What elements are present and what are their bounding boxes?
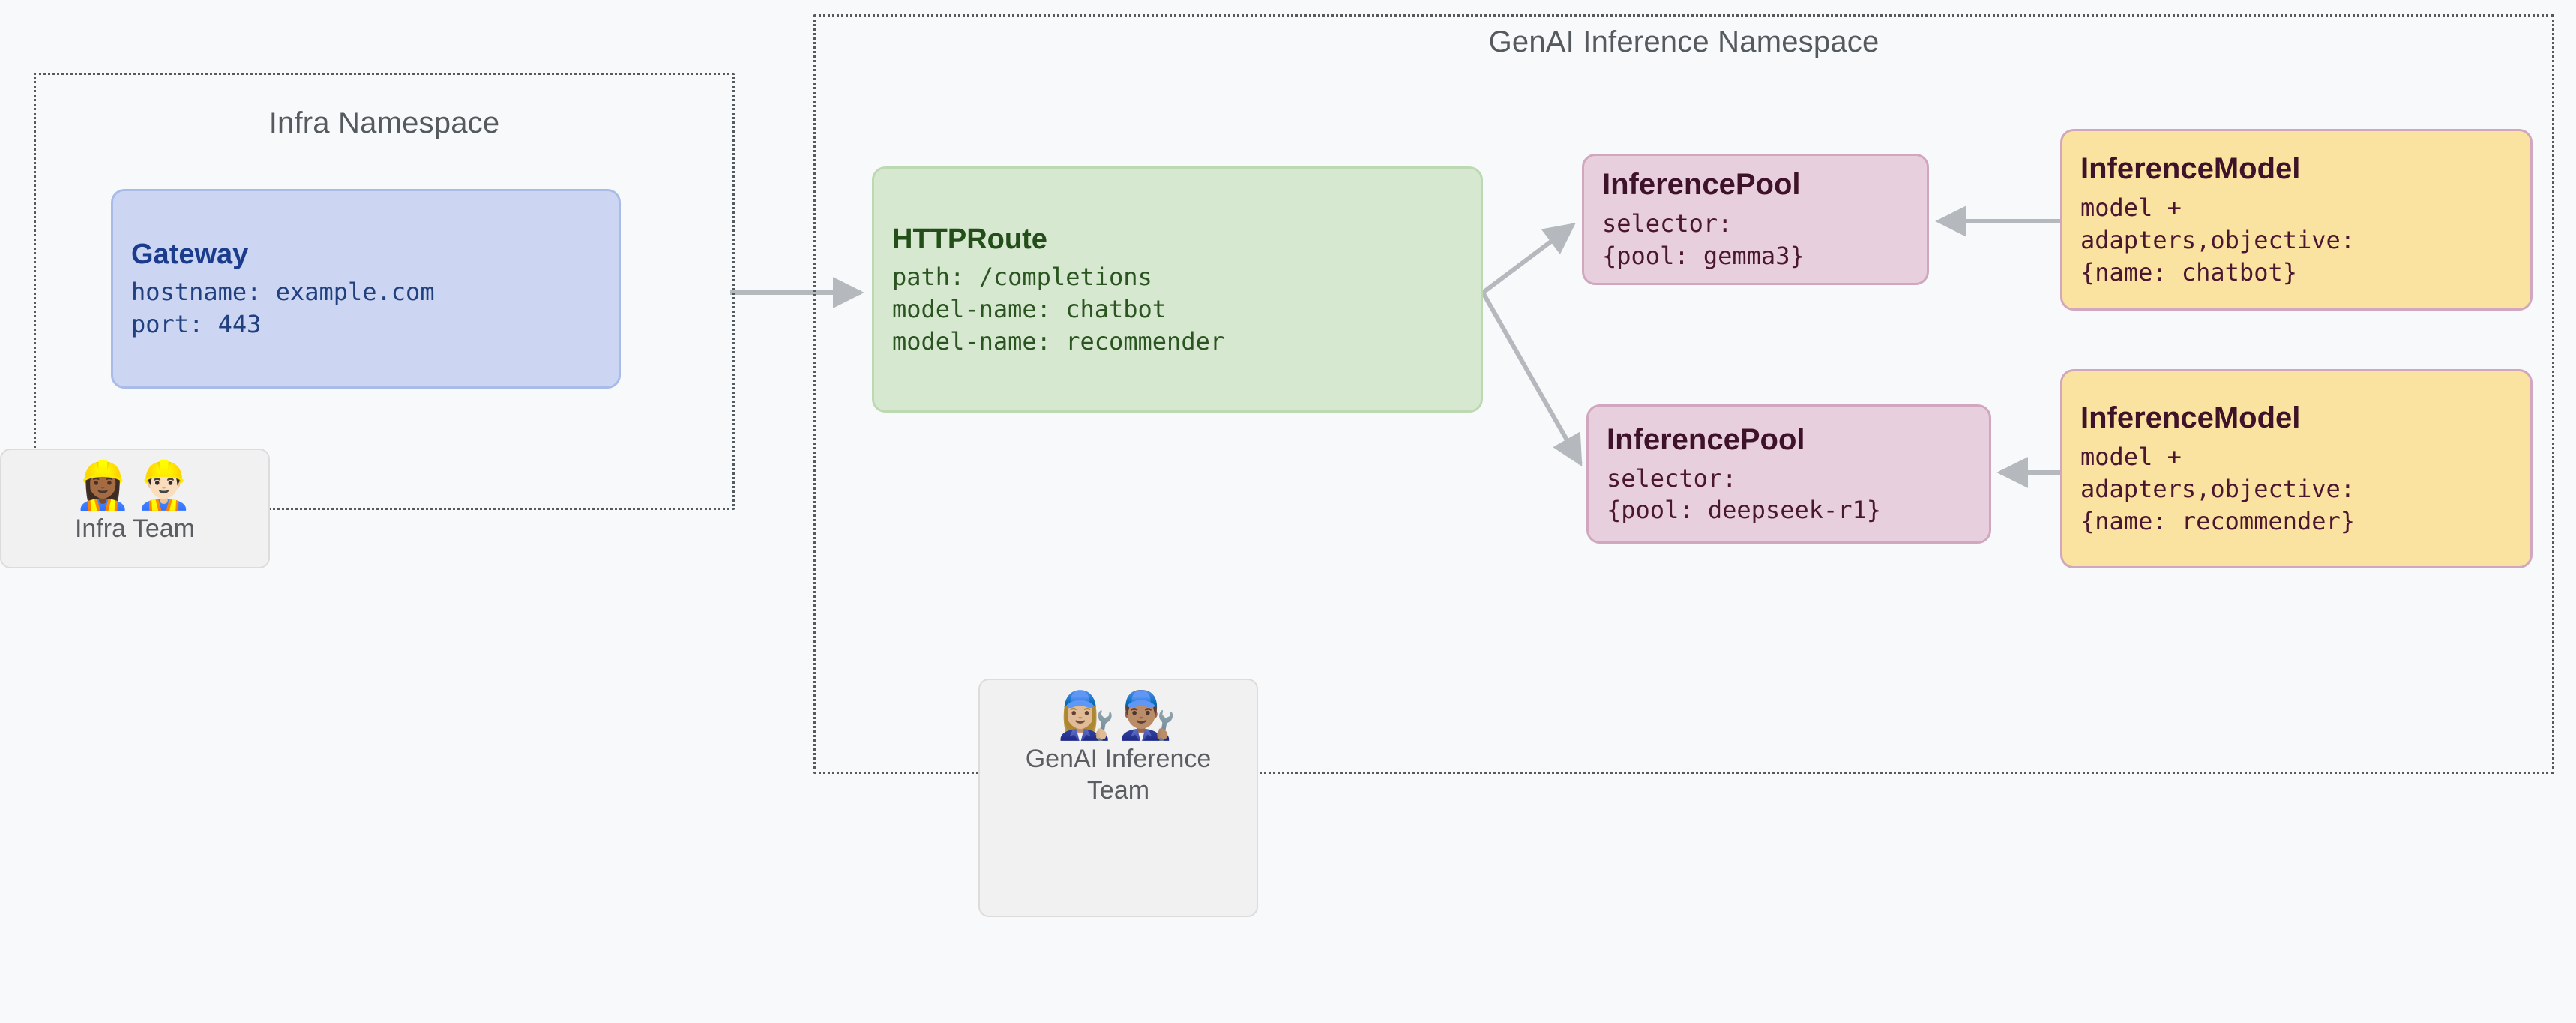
- mechanic-icons: 👩🏼‍🔧👨🏽‍🔧: [1057, 688, 1179, 742]
- namespace-infra: Infra Namespace: [34, 73, 735, 510]
- inferencemodel-recommender-title: InferenceModel: [2080, 401, 2301, 435]
- httproute-model-name-chatbot: model-name: chatbot: [892, 294, 1167, 323]
- construction-worker-icons: 👷🏾‍♀️👷🏻‍♂️: [73, 458, 196, 512]
- node-httproute[interactable]: HTTPRoute path: /completions model-name:…: [872, 166, 1483, 412]
- node-inferencepool-gemma3[interactable]: InferencePool selector: {pool: gemma3}: [1582, 154, 1929, 285]
- namespace-infra-title: Infra Namespace: [268, 106, 500, 140]
- node-gateway[interactable]: Gateway hostname: example.com port: 443: [111, 189, 621, 388]
- httproute-model-name-recommender: model-name: recommender: [892, 326, 1225, 356]
- team-badge-infra[interactable]: 👷🏾‍♀️👷🏻‍♂️ Infra Team: [0, 448, 270, 568]
- inferencemodel-recommender-line-1: model +: [2080, 442, 2182, 472]
- inferencemodel-recommender-line-2: adapters,objective:: [2080, 474, 2356, 503]
- inferencepool-deepseek-r1-selector-value: {pool: deepseek-r1}: [1607, 496, 1882, 525]
- node-inferencemodel-recommender[interactable]: InferenceModel model + adapters,objectiv…: [2060, 369, 2533, 568]
- node-inferencepool-deepseek-r1[interactable]: InferencePool selector: {pool: deepseek-…: [1586, 404, 1991, 544]
- inferencemodel-chatbot-line-3: {name: chatbot}: [2080, 257, 2297, 286]
- inferencepool-deepseek-r1-selector-label: selector:: [1607, 464, 1737, 493]
- node-inferencemodel-chatbot[interactable]: InferenceModel model + adapters,objectiv…: [2060, 129, 2533, 310]
- inferencemodel-chatbot-title: InferenceModel: [2080, 152, 2301, 186]
- namespace-genai-title: GenAI Inference Namespace: [1488, 26, 1880, 58]
- inferencemodel-chatbot-line-1: model +: [2080, 194, 2182, 223]
- inferencemodel-chatbot-line-2: adapters,objective:: [2080, 225, 2356, 254]
- inferencepool-gemma3-selector-value: {pool: gemma3}: [1602, 241, 1805, 270]
- httproute-title: HTTPRoute: [892, 223, 1047, 255]
- inferencepool-gemma3-selector-label: selector:: [1602, 209, 1733, 238]
- gateway-hostname: hostname: example.com: [131, 278, 435, 307]
- team-badge-genai-label: GenAI Inference Team: [1025, 745, 1212, 805]
- httproute-path: path: /completions: [892, 262, 1152, 291]
- inferencepool-gemma3-title: InferencePool: [1602, 168, 1801, 202]
- team-badge-genai[interactable]: 👩🏼‍🔧👨🏽‍🔧 GenAI Inference Team: [978, 679, 1258, 917]
- inferencepool-deepseek-r1-title: InferencePool: [1607, 422, 1805, 456]
- gateway-title: Gateway: [131, 238, 249, 270]
- namespace-genai: GenAI Inference Namespace: [813, 14, 2554, 774]
- gateway-port: port: 443: [131, 310, 262, 339]
- team-badge-infra-label: Infra Team: [74, 514, 195, 544]
- inferencemodel-recommender-line-3: {name: recommender}: [2080, 506, 2356, 536]
